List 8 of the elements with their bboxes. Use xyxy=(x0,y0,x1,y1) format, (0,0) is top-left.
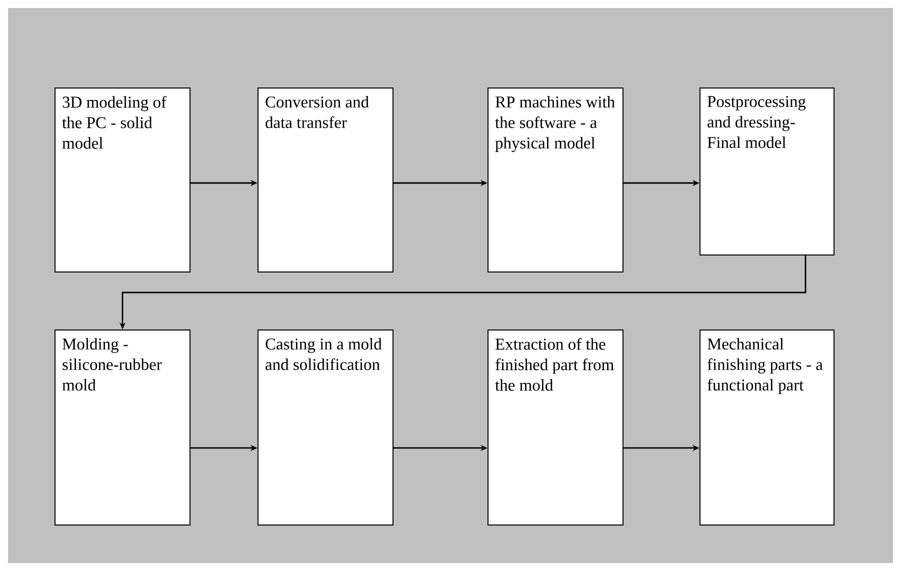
process-box: Molding - silicone-rubber mold xyxy=(54,329,190,526)
process-box: Postprocessing and dressing- Final model xyxy=(700,87,834,256)
process-box: Extraction of the finished part from the mold xyxy=(488,329,624,526)
process-box: 3D modeling of the PC - solid model xyxy=(54,87,190,272)
process-box: RP machines with the software - a physical model xyxy=(488,87,624,272)
process-box: Casting in a mold and solidification xyxy=(258,329,394,526)
process-box: Mechanical finishing parts - a functional part xyxy=(700,329,834,526)
process-box: Conversion and data transfer xyxy=(258,87,394,272)
